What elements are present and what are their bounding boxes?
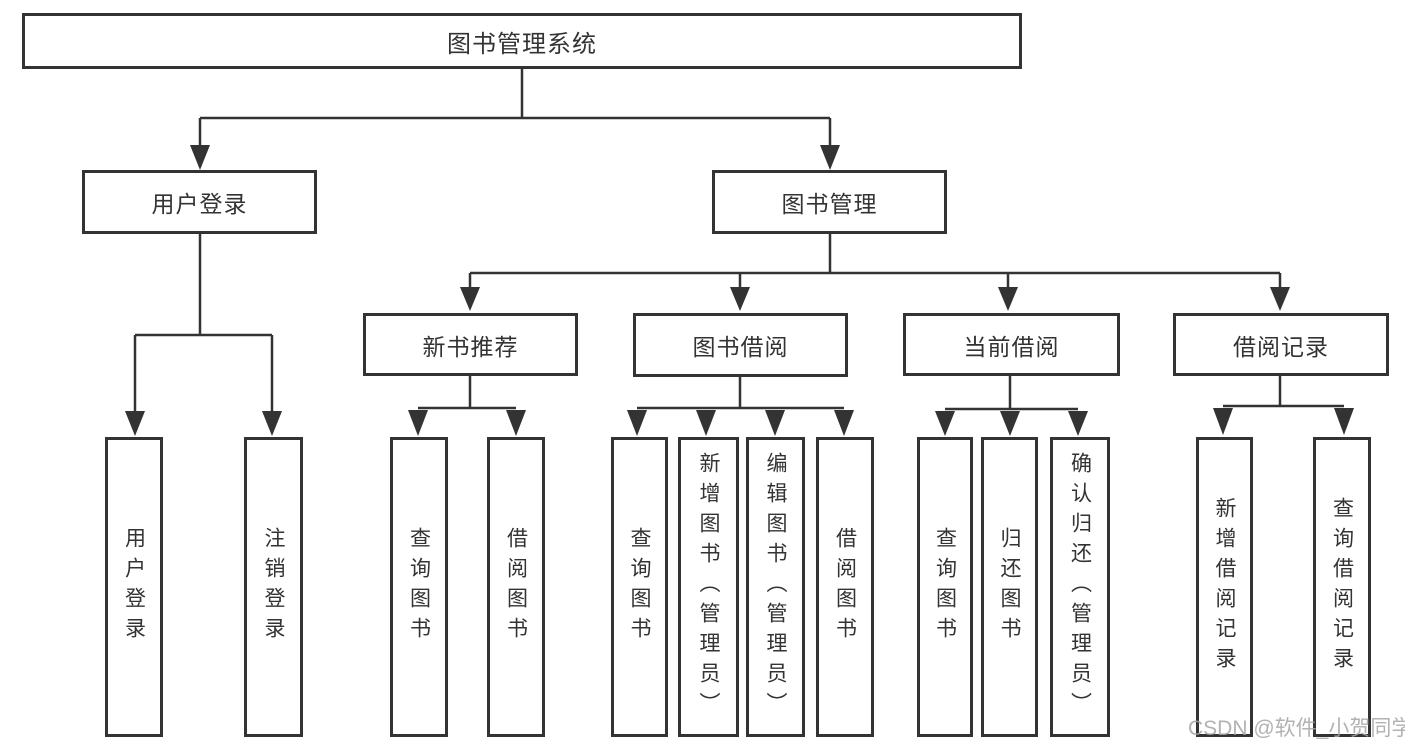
- node-label: 图书管理系统: [447, 30, 597, 58]
- leaf-query-borrow-record: 查询借阅记录: [1313, 437, 1371, 737]
- csdn-watermark: CSDN @软件_小贺同学: [1188, 717, 1405, 740]
- node-label: 借阅记录: [1233, 333, 1329, 360]
- leaf-add-borrow-record: 新增借阅记录: [1196, 437, 1253, 737]
- node-book-management: 图书管理: [712, 170, 947, 234]
- node-new-book-recommend: 新书推荐: [363, 313, 578, 376]
- node-library-management-system: 图书管理系统: [22, 13, 1022, 69]
- node-borrowing-records: 借阅记录: [1173, 313, 1389, 376]
- node-label: 查询图书: [628, 527, 651, 647]
- node-label: 编辑图书（管理员）: [764, 452, 787, 722]
- node-label: 归还图书: [998, 527, 1021, 647]
- node-label: 用户登录: [151, 191, 248, 217]
- leaf-borrow-books-recommend: 借阅图书: [487, 437, 545, 737]
- node-label: 查询图书: [407, 527, 431, 647]
- leaf-confirm-return-admin: 确认归还（管理员）: [1050, 437, 1110, 737]
- leaf-logout: 注销登录: [244, 437, 303, 737]
- node-label: 查询图书: [933, 527, 957, 647]
- node-label: 当前借阅: [963, 333, 1060, 360]
- node-label: 用户登录: [122, 527, 146, 647]
- leaf-query-books-recommend: 查询图书: [390, 437, 448, 737]
- node-label: 图书管理: [781, 191, 878, 217]
- leaf-borrow-books-borrowing: 借阅图书: [816, 437, 874, 737]
- node-label: 注销登录: [262, 527, 285, 647]
- leaf-query-books-borrowing: 查询图书: [611, 437, 668, 737]
- node-label: 图书借阅: [692, 334, 789, 360]
- node-book-borrowing: 图书借阅: [633, 313, 848, 377]
- node-label: 确认归还（管理员）: [1068, 452, 1092, 722]
- node-user-login: 用户登录: [82, 170, 317, 234]
- node-label: 新增图书（管理员）: [697, 452, 720, 722]
- node-label: 查询借阅记录: [1330, 497, 1354, 677]
- leaf-return-books: 归还图书: [981, 437, 1038, 737]
- leaf-user-login: 用户登录: [105, 437, 163, 737]
- leaf-edit-books-admin: 编辑图书（管理员）: [746, 437, 805, 737]
- node-label: 借阅图书: [504, 527, 528, 647]
- node-label: 新增借阅记录: [1213, 497, 1236, 677]
- leaf-add-books-admin: 新增图书（管理员）: [678, 437, 739, 737]
- arrowheads: [125, 145, 1354, 436]
- node-label: 新书推荐: [422, 333, 519, 360]
- node-current-borrowing: 当前借阅: [903, 313, 1120, 376]
- leaf-query-books-current: 查询图书: [917, 437, 973, 737]
- node-label: 借阅图书: [833, 527, 857, 647]
